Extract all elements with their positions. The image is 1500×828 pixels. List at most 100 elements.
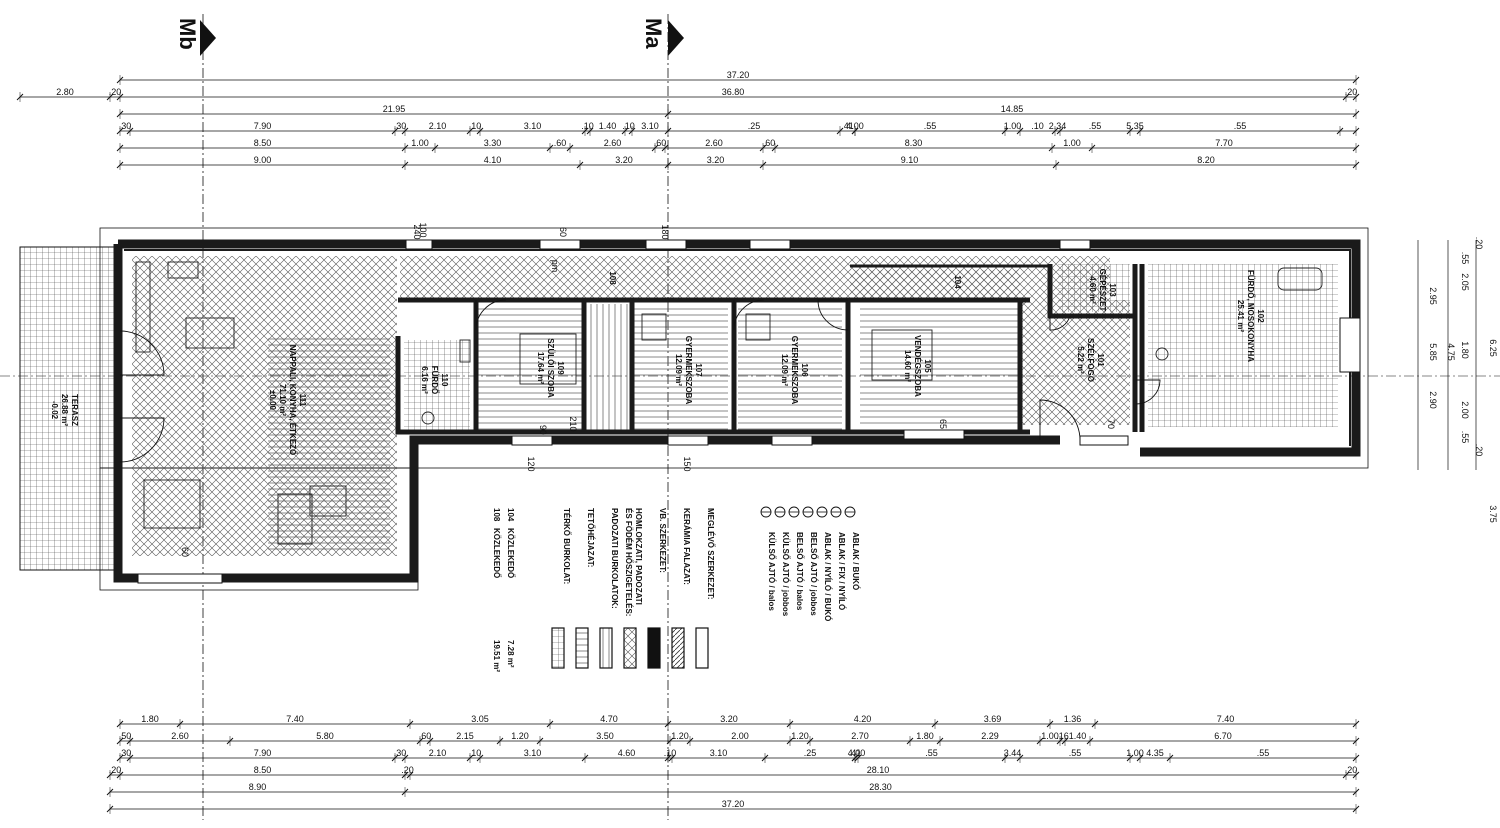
parquet-master [478,304,582,432]
legend-area-number-0: 104 [506,508,515,522]
dim-right-6: 5.85 [1428,343,1438,361]
bath-large-floor [1148,264,1338,427]
dim-bottom-row2-4: 2.15 [456,731,474,741]
dim-bottom-row3-15: 1.00 [1126,748,1144,758]
legend-symbol-3: BELSŐ AJTÓ / jobbos [802,506,818,616]
dim-right-10: .55 [1460,431,1470,444]
dim-top-row4-13: .55 [924,121,937,131]
legend-area-value-0: 7.28 m² [506,640,515,668]
doors [119,299,1161,463]
dim-bottom-row1-1: 7.40 [286,714,304,724]
room-3-name: SZÜLŐI SZOBA [546,338,555,398]
room-7-number: 101 [1096,353,1105,367]
dim-bottom-row4-2: .20 [401,765,414,775]
dim-bottom-row4-4: .20 [1345,765,1358,775]
opening-label-11: 60 [180,547,190,557]
dim-bottom-row2-16: 6.70 [1214,731,1232,741]
legend-material-swatch-2 [647,627,661,669]
dim-top-row6-5: 8.20 [1197,155,1215,165]
dim-bottom-row3-17: .55 [1257,748,1270,758]
dim-bottom-row2-6: 3.50 [596,731,614,741]
dim-bottom-row5-1: 28.30 [869,782,892,792]
opening-label-1: 240 [412,224,422,239]
dim-top-row6-2: 3.20 [615,155,633,165]
dim-bottom-row2-8: 2.00 [731,731,749,741]
dim-bottom-row3-16: 4.35 [1146,748,1164,758]
dim-top-row3-1: 14.85 [1001,104,1024,114]
legend-material-swatch-4 [599,627,613,669]
dim-bottom-row3-7: .10 [664,748,677,758]
dim-bottom-row2-10: 2.70 [851,731,869,741]
windbreak-floor [1020,300,1130,425]
opening-label-8: 150 [682,456,692,471]
dim-top-row4-8: .10 [622,121,635,131]
parquet-guest [860,304,1018,424]
room-5-number: 106 [800,363,809,377]
dim-bottom-row3-9: .25 [804,748,817,758]
dim-top-row5-6: 2.60 [705,138,723,148]
legend-symbol-label-2: ABLAK / NYÍLÓ / BUKÓ [823,532,832,621]
dim-top-row5-8: 8.30 [905,138,923,148]
dim-top-row5-2: 3.30 [484,138,502,148]
room-5-area: 12.09 m² [780,354,789,386]
dim-bottom-row1-7: 1.36 [1064,714,1082,724]
legend-material-label-1: KERÁMIA FALAZAT: [682,508,691,585]
dim-bottom-row2-0: .50 [119,731,132,741]
legend-material-label-6: TÉRKŐ BURKOLAT: [562,508,571,584]
legend-material-swatch-3 [623,627,637,669]
legend-material-label-4: PADOZATI BURKOLATOK: [610,508,619,609]
dim-bottom-row2-14: .16 [1056,731,1069,741]
dim-top-row2-1: .20 [109,87,122,97]
dim-top-row4-11: .41 [841,121,854,131]
legend-area-number-1: 108 [492,508,501,522]
dim-right-5: 4.75 [1446,343,1456,361]
legend-symbol-label-5: KÜLSŐ AJTÓ / jobbos [781,532,790,617]
dim-top-row4-9: 3.10 [641,121,659,131]
room-7-area: 5.22 m² [1076,346,1085,374]
legend-symbol-6: KÜLSŐ AJTÓ / balos [760,506,776,611]
dim-top-row4-1: 7.90 [254,121,272,131]
dim-right-9: 2.00 [1460,401,1470,419]
legend-symbol-label-4: BELSŐ AJTÓ / balos [795,532,804,611]
dim-bottom-row3-2: .30 [394,748,407,758]
opening-label-10: 65 [938,419,948,429]
dim-bottom-row2-2: 5.80 [316,731,334,741]
legend-area-name-0: KÖZLEKEDŐ [506,528,515,578]
room-9-number: 102 [1256,309,1265,323]
room-3-area: 17.64 m² [536,352,545,384]
room-0-level: -0.02 [50,401,59,420]
dim-top-row6-3: 3.20 [707,155,725,165]
legend-material-swatch-6 [551,627,565,669]
dim-top-row4-0: .30 [119,121,132,131]
dim-bottom-row3-12: .55 [925,748,938,758]
room-1-area: 71.10 m² [278,384,287,416]
room-5-name: GYERMEKSZOBA [790,336,799,405]
dim-bottom-row6-0: 37.20 [722,799,745,809]
dim-right-11: .20 [1474,444,1484,457]
dim-right-12: 3.75 [1488,505,1498,523]
dim-bottom-row3-8: 3.10 [710,748,728,758]
legend-symbol-0: ABLAK / BUKÓ [844,506,860,590]
dim-bottom-row1-3: 4.70 [600,714,618,724]
legend-symbol-4: BELSŐ AJTÓ / balos [788,506,804,611]
room-4-name: GYERMEKSZOBA [684,336,693,405]
section-mark-ma: Ma [641,18,666,49]
opening-label-7: 120 [526,456,536,471]
legend-material-label-5: TETŐHÉJAZAT: [586,508,595,567]
dim-bottom-row3-6: 4.60 [618,748,636,758]
legend-material-label-2: VB. SZERKEZET: [658,508,667,573]
dim-bottom-row1-8: 7.40 [1217,714,1235,724]
legend-symbol-label-1: ABLAK / FIX / NYÍLÓ [837,532,846,610]
dim-top-row4-16: 2.34 [1049,121,1067,131]
dim-bottom-row2-15: 1.40 [1069,731,1087,741]
dim-top-row5-9: 1.00 [1063,138,1081,148]
dim-top-row6-4: 9.10 [901,155,919,165]
dim-bottom-row4-0: .20 [109,765,122,775]
opening-label-4: pm [550,260,560,273]
dim-bottom-row1-5: 4.20 [854,714,872,724]
dim-top-row5-0: 8.50 [254,138,272,148]
room-2-name: FÜRDŐ [430,366,439,394]
